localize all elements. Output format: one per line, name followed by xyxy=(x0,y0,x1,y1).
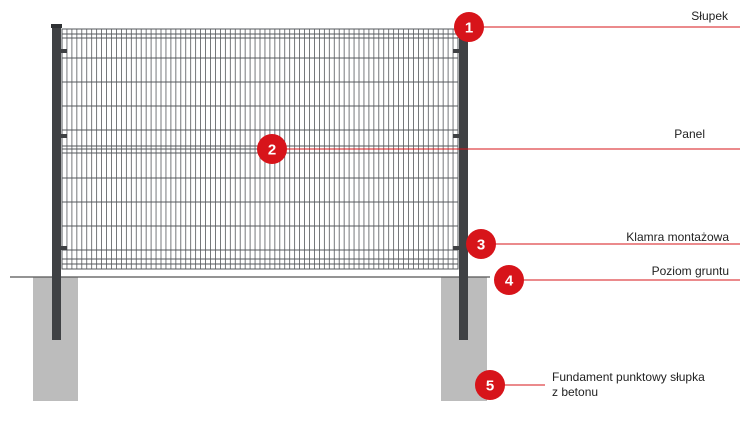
callout-label-2: Panel xyxy=(674,127,705,141)
post-left-cap xyxy=(51,24,62,28)
post-right xyxy=(459,26,468,340)
leader-lines xyxy=(272,26,740,386)
post-left xyxy=(52,26,61,340)
callout-number-4: 4 xyxy=(505,273,514,290)
clamp-right-2 xyxy=(453,134,461,138)
callout-badge-2: 2 xyxy=(257,134,287,164)
callout-number-3: 3 xyxy=(477,237,485,254)
callout-circle-1 xyxy=(454,12,484,42)
callout-label-3: Klamra montażowa xyxy=(626,230,729,244)
callout-number-5: 5 xyxy=(486,378,494,395)
callout-badge-3: 3 xyxy=(466,229,496,259)
callout-number-1: 1 xyxy=(465,20,473,37)
clamp-left-3 xyxy=(59,246,67,250)
callout-label-1: Słupek xyxy=(691,9,729,23)
callout-label-4: Poziom gruntu xyxy=(652,264,729,278)
callout-label-5a: Fundament punktowy słupka xyxy=(552,370,705,384)
callout-label-5b: z betonu xyxy=(552,385,598,399)
clamp-left-2 xyxy=(59,134,67,138)
callout-badge-5: 5 xyxy=(475,370,505,400)
clamp-right-3 xyxy=(453,246,461,250)
clamp-left-1 xyxy=(59,49,67,53)
callout-badge-4: 4 xyxy=(494,265,524,295)
callout-badge-1: 1 xyxy=(454,12,484,42)
mounting-clamps xyxy=(59,49,461,250)
clamp-right-1 xyxy=(453,49,461,53)
callout-circle-3 xyxy=(466,229,496,259)
callout-number-2: 2 xyxy=(268,142,276,159)
callout-circle-4 xyxy=(494,265,524,295)
callout-circle-2 xyxy=(257,134,287,164)
callout-circle-5 xyxy=(475,370,505,400)
